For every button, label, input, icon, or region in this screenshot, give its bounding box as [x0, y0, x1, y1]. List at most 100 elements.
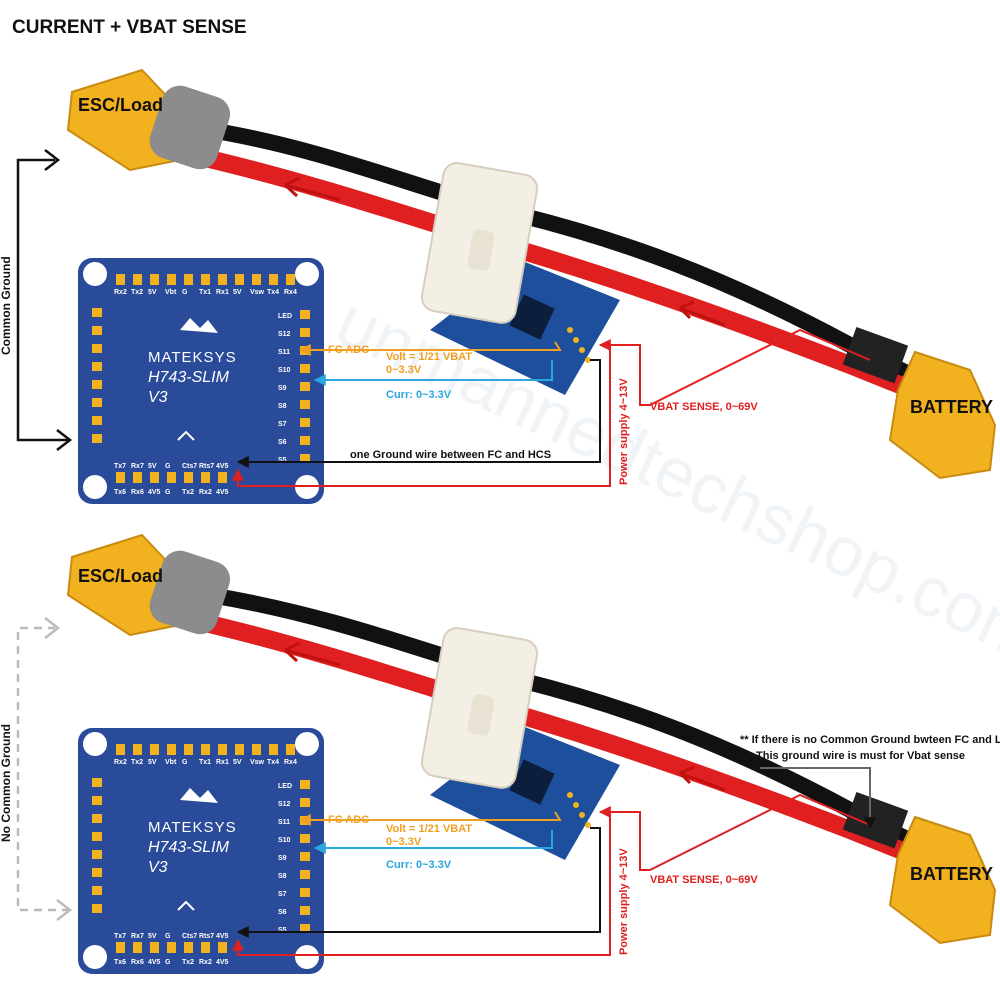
solder-pad — [300, 870, 310, 879]
esc-connector: ESC/Load — [66, 533, 231, 637]
current-arrow-icon — [283, 641, 341, 667]
fc-brand: MATEKSYS — [148, 819, 237, 836]
pin-label: S10 — [278, 837, 291, 844]
common-ground-bracket — [16, 158, 70, 442]
solder-pad — [300, 382, 310, 391]
pin-label: Tx6 — [114, 959, 126, 966]
fc-model: H743-SLIM — [148, 369, 230, 386]
fc-version: V3 — [148, 859, 168, 876]
solder-pad — [300, 852, 310, 861]
fc-version: V3 — [148, 389, 168, 406]
curr-line — [313, 830, 553, 854]
pin-label: Tx1 — [199, 759, 211, 766]
pin-label: Tx2 — [182, 959, 194, 966]
chevron-up-icon — [177, 430, 195, 441]
pin-label: S12 — [278, 331, 291, 338]
pin-label: S5 — [278, 457, 287, 464]
pin-label: Rx4 — [284, 759, 297, 766]
solder-pad — [150, 942, 159, 953]
esc-label: ESC/Load — [78, 95, 163, 115]
solder-pad — [167, 744, 176, 755]
watermark: unmannedtechshop.com — [325, 281, 1000, 676]
pin-label: S11 — [278, 349, 290, 356]
pin-label: Rx1 — [216, 289, 229, 296]
esc-connector: ESC/Load — [66, 68, 231, 172]
fc-model: H743-SLIM — [148, 839, 230, 856]
pin-label: S11 — [278, 819, 290, 826]
pin-label: 5V — [233, 759, 242, 766]
pin-label: 4V5 — [216, 463, 229, 470]
pin-label: Tx6 — [114, 489, 126, 496]
solder-pad — [201, 942, 210, 953]
note-pointer-line — [760, 767, 876, 830]
solder-pad — [150, 274, 159, 285]
pin-label: Cts7 — [182, 463, 197, 470]
pin-label: Rx6 — [131, 959, 144, 966]
common-ground-label: Common Ground — [0, 256, 13, 355]
solder-pad — [300, 924, 310, 933]
solder-pad — [92, 886, 102, 895]
pin-label: Tx2 — [131, 289, 143, 296]
pin-label: Rts7 — [199, 463, 214, 470]
solder-pad — [92, 868, 102, 877]
pin-label: S9 — [278, 385, 287, 392]
fc-adc-line — [298, 341, 562, 356]
pin-label: Tx2 — [182, 489, 194, 496]
pin-label: Rx6 — [131, 489, 144, 496]
pin-label: Tx7 — [114, 463, 126, 470]
vbat-sense-line — [598, 328, 871, 406]
solder-pad — [92, 832, 102, 841]
pin-label: G — [165, 959, 171, 966]
vbat-sense-line — [598, 793, 871, 871]
volt-range-label: 0~3.3V — [386, 836, 422, 848]
solder-pad — [184, 942, 193, 953]
solder-pad — [92, 778, 102, 787]
solder-pad — [133, 942, 142, 953]
no-common-ground-label: No Common Ground — [0, 724, 13, 842]
solder-pad — [92, 398, 102, 407]
solder-pad — [286, 744, 295, 755]
hall-sensor — [420, 162, 539, 324]
pin-label: G — [165, 463, 171, 470]
solder-pad — [300, 364, 310, 373]
power-supply-label: Power supply 4~13V — [618, 848, 630, 955]
arrow-right-icon — [44, 149, 61, 171]
ground-wire-line — [236, 827, 601, 938]
pin-label: 5V — [148, 933, 157, 940]
arrow-right-icon — [56, 899, 73, 921]
vbat-sense-label: VBAT SENSE, 0~69V — [650, 874, 758, 886]
ground-wire-line — [236, 359, 601, 468]
solder-pad — [218, 472, 227, 483]
fc-adc-line — [298, 811, 562, 826]
pin-label: Rx2 — [114, 759, 127, 766]
solder-pad — [300, 400, 310, 409]
solder-pad — [286, 274, 295, 285]
pin-label: 4V5 — [216, 489, 229, 496]
pin-label: S6 — [278, 909, 287, 916]
pin-label: Tx4 — [267, 759, 279, 766]
curr-label: Curr: 0~3.3V — [386, 389, 452, 401]
pin-label: Vsw — [250, 759, 265, 766]
note-line-2: This ground wire is must for Vbat sense — [756, 750, 965, 762]
solder-pad — [167, 472, 176, 483]
current-arrow-icon — [283, 176, 341, 202]
mountain-logo-icon — [180, 788, 218, 803]
solder-pad — [252, 744, 261, 755]
solder-pad — [252, 274, 261, 285]
arrow-right-icon — [56, 429, 73, 451]
solder-pad — [300, 328, 310, 337]
pin-label: S6 — [278, 439, 287, 446]
pin-label: S8 — [278, 403, 287, 410]
volt-range-label: 0~3.3V — [386, 364, 422, 376]
battery-connector: BATTERY — [842, 326, 997, 480]
battery-label: BATTERY — [910, 397, 993, 417]
pin-label: 5V — [148, 759, 157, 766]
solder-pad — [300, 780, 310, 789]
solder-pad — [201, 744, 210, 755]
curr-line — [313, 360, 553, 386]
pin-label: 5V — [233, 289, 242, 296]
